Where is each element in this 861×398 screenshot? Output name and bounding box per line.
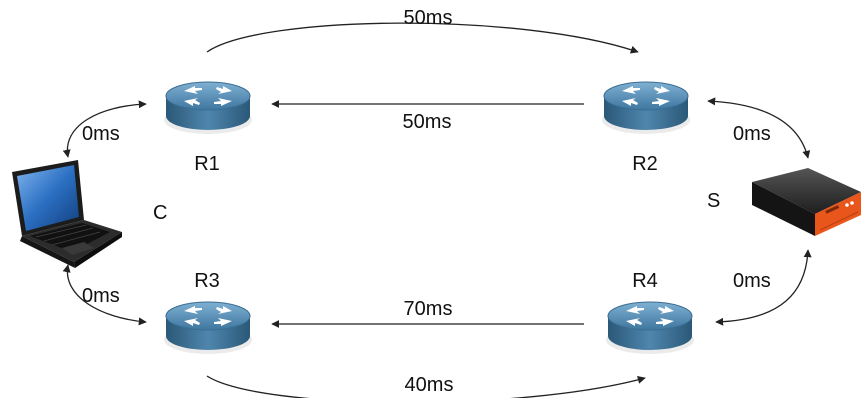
router-r3 bbox=[163, 301, 253, 355]
link-r3-to-r4 bbox=[206, 375, 646, 398]
node-label-client: C bbox=[153, 202, 167, 224]
latency-label-c-r3: 0ms bbox=[82, 285, 120, 307]
laptop-icon bbox=[12, 160, 122, 268]
node-label-r2: R2 bbox=[632, 153, 658, 175]
node-label-r1: R1 bbox=[194, 153, 220, 175]
link-r2-s bbox=[707, 97, 811, 159]
latency-label-r4-s: 0ms bbox=[733, 270, 771, 292]
router-icon bbox=[601, 81, 691, 135]
latency-label-r1-r2: 50ms bbox=[404, 7, 453, 29]
latency-label-r2-r1: 50ms bbox=[403, 111, 452, 133]
node-label-server: S bbox=[707, 190, 720, 212]
link-r1-to-r2 bbox=[206, 22, 639, 54]
router-icon bbox=[605, 301, 695, 355]
router-r4 bbox=[605, 301, 695, 355]
router-r2 bbox=[601, 81, 691, 135]
router-icon bbox=[163, 301, 253, 355]
link-r4-s bbox=[715, 249, 812, 326]
latency-label-r4-r3: 70ms bbox=[404, 298, 453, 320]
latency-label-r3-r4: 40ms bbox=[405, 374, 454, 396]
latency-label-c-r1: 0ms bbox=[82, 123, 120, 145]
node-label-r4: R4 bbox=[632, 270, 658, 292]
latency-label-r2-s: 0ms bbox=[733, 123, 771, 145]
server-icon bbox=[752, 168, 861, 236]
link-c-r1 bbox=[62, 100, 147, 158]
router-r1 bbox=[163, 81, 253, 135]
router-icon bbox=[163, 81, 253, 135]
node-label-r3: R3 bbox=[194, 270, 220, 292]
link-c-r3 bbox=[62, 264, 147, 326]
